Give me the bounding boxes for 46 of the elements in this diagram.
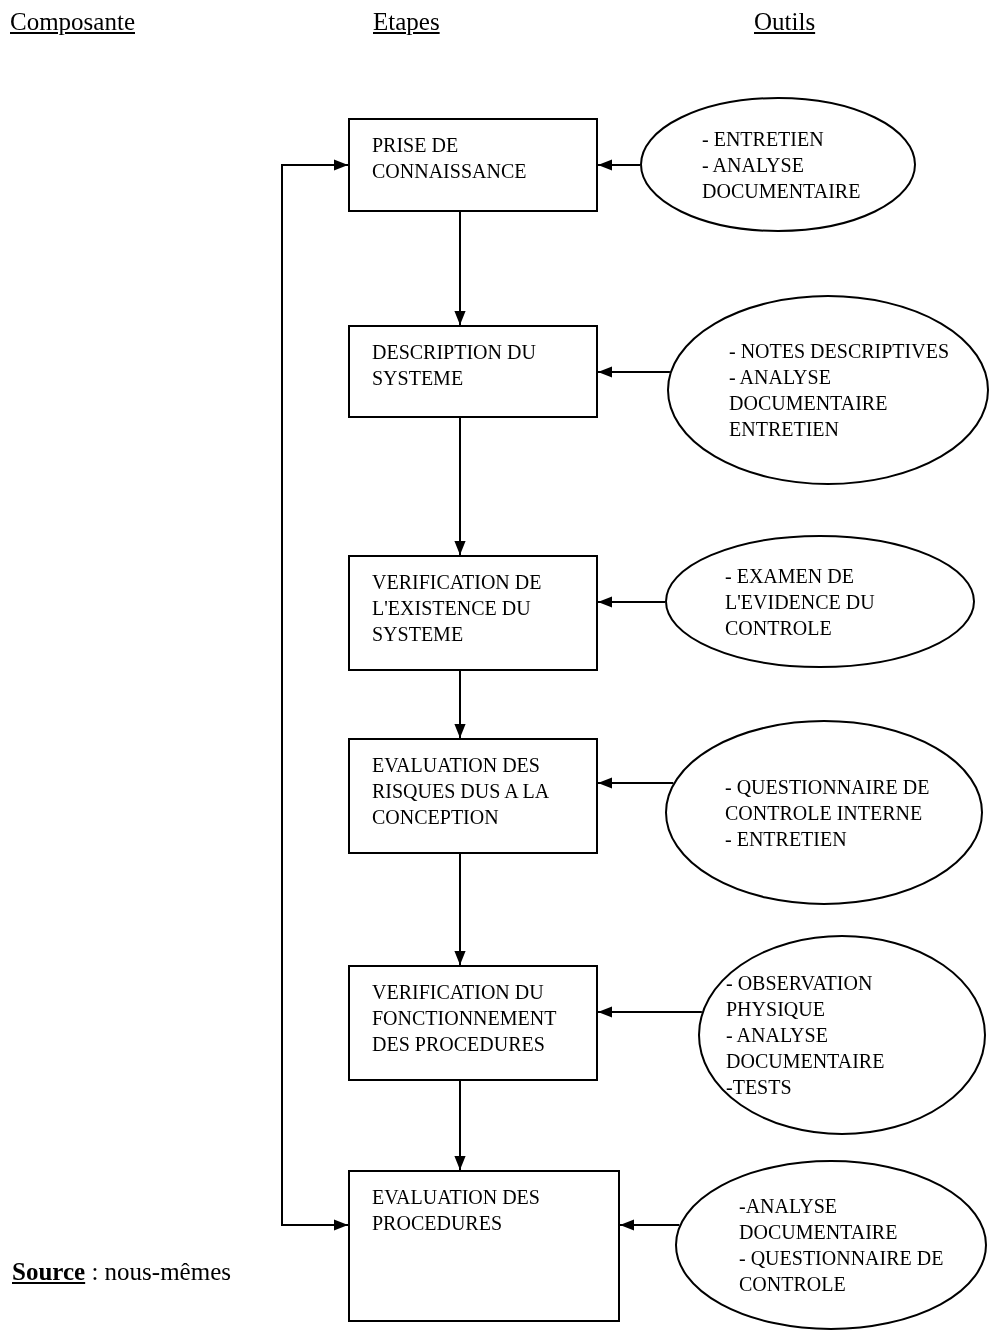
column-heading: Composante <box>10 8 135 36</box>
arrow <box>619 1219 681 1231</box>
tool-ellipse <box>698 935 986 1135</box>
node-text: EVALUATION DES PROCEDURES <box>372 1185 541 1236</box>
node-text: - ENTRETIEN <box>725 826 848 852</box>
arrow <box>597 596 666 608</box>
node-text: - OBSERVATION PHYSIQUE <box>726 971 874 1022</box>
arrow <box>454 853 466 966</box>
node-text: DESCRIPTION DU SYSTEME <box>372 340 537 391</box>
step-box <box>348 325 598 418</box>
column-heading: Etapes <box>373 8 440 36</box>
step-box <box>348 1170 620 1322</box>
step-box <box>348 118 598 212</box>
node-text: - QUESTIONNAIRE DE CONTROLE INTERNE <box>725 774 931 826</box>
node-text: - QUESTIONNAIRE DE CONTROLE <box>739 1246 945 1297</box>
node-text: - ANALYSE DOCUMENTAIRE <box>702 152 862 204</box>
node-text: PRISE DE CONNAISSANCE <box>372 133 528 184</box>
node-text: - NOTES DESCRIPTIVES <box>729 339 949 364</box>
source-note: Source : nous-mêmes <box>12 1258 231 1286</box>
node-text: VERIFICATION DU FONCTIONNEMENT DES PROCEDURES <box>372 980 558 1057</box>
arrow <box>454 211 466 326</box>
tool-ellipse <box>665 535 975 668</box>
node-text: -ANALYSE DOCUMENTAIRE <box>739 1194 899 1245</box>
tool-ellipse <box>675 1160 987 1330</box>
node-text: - EXAMEN DE L'EVIDENCE DU CONTROLE <box>725 563 876 641</box>
column-heading: Outils <box>754 8 816 36</box>
tool-ellipse <box>640 97 916 232</box>
arrow <box>597 1006 703 1018</box>
node-text: VERIFICATION DE L'EXISTENCE DU SYSTEME <box>372 570 543 647</box>
arrow <box>454 417 466 556</box>
tool-ellipse <box>667 295 989 485</box>
arrow <box>597 777 675 789</box>
arrow <box>454 670 466 739</box>
step-box <box>348 965 598 1081</box>
node-text: - ANALYSE DOCUMENTAIRE ENTRETIEN <box>729 365 889 442</box>
step-box <box>348 555 598 671</box>
node-text: - ENTRETIEN <box>702 126 825 152</box>
node-text: EVALUATION DES RISQUES DUS A LA CONCEPTION <box>372 753 550 830</box>
node-text: -TESTS <box>726 1075 793 1100</box>
node-text: - ANALYSE DOCUMENTAIRE <box>726 1023 886 1074</box>
tool-ellipse <box>665 720 983 905</box>
arrow <box>597 159 641 171</box>
arrow <box>454 1080 466 1171</box>
step-box <box>348 738 598 854</box>
arrow <box>281 159 349 1231</box>
arrow <box>597 366 671 378</box>
